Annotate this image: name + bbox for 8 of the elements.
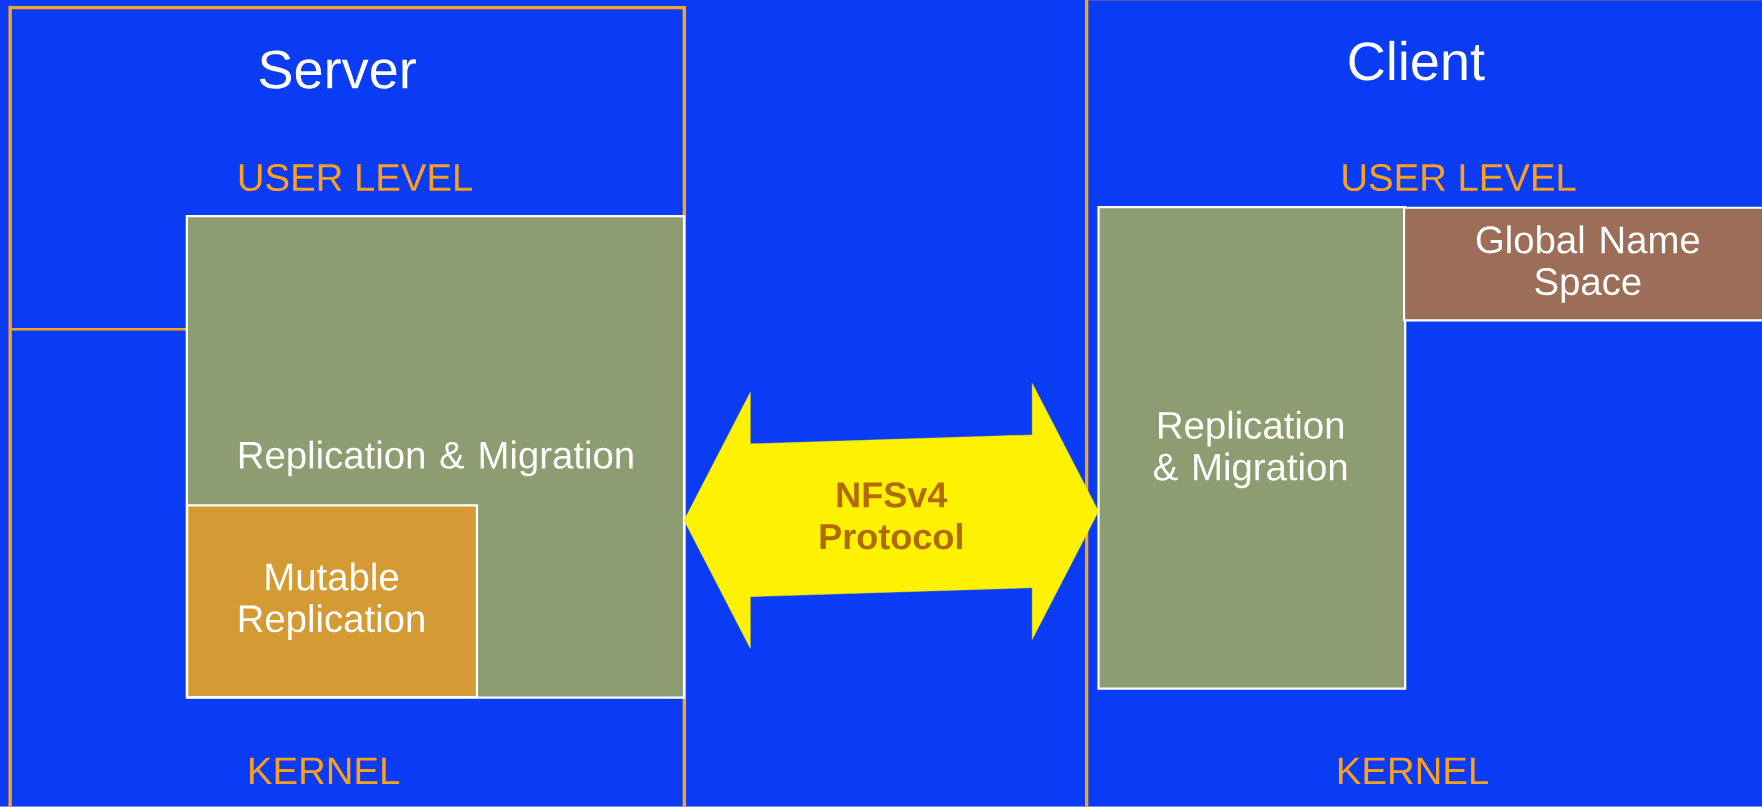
level-label: KERNEL xyxy=(1339,757,1488,785)
edge-label: NFSv4 Protocol xyxy=(804,480,979,552)
level-label: USER LEVEL xyxy=(239,164,473,192)
box: Replication & Migration xyxy=(1097,206,1407,690)
box: Global Name Space xyxy=(1402,206,1762,322)
level-label: KERNEL xyxy=(250,757,400,785)
level-label: USER LEVEL xyxy=(1343,164,1576,192)
box: Mutable Replication xyxy=(186,504,479,699)
